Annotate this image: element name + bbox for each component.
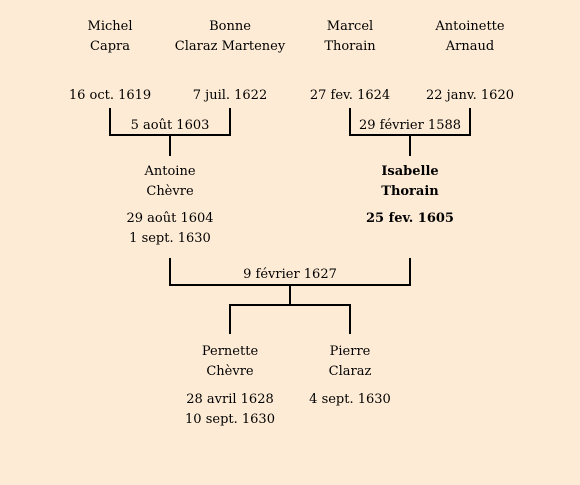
connector-line (229, 306, 231, 334)
person-antoinette-arnaud: Antoinette Arnaud (435, 17, 504, 57)
person-bonne-claraz-marteney: Bonne Claraz Marteney (175, 17, 285, 57)
person-isabelle-thorain: Isabelle Thorain 25 fev. 1605 (366, 162, 454, 229)
first-name: Michel (87, 19, 133, 34)
connector-line (409, 136, 411, 156)
birth-date: 29 août 1604 (126, 211, 214, 226)
connector-line (169, 136, 171, 156)
death-date: 10 sept. 1630 (185, 412, 275, 427)
death-date: 1 sept. 1630 (129, 231, 211, 246)
date-antoinette-arnaud: 22 janv. 1620 (426, 88, 514, 103)
first-name: Bonne (209, 19, 251, 34)
last-name: Claraz Marteney (174, 39, 286, 54)
first-name: Pernette (201, 344, 259, 359)
connector-line (349, 306, 351, 334)
last-name: Claraz (328, 364, 372, 379)
connector-line (289, 286, 291, 306)
person-marcel-thorain: Marcel Thorain (324, 17, 375, 57)
person-pernette-chevre: Pernette Chèvre 28 avril 1628 10 sept. 1… (185, 342, 275, 430)
person-michel-capra: Michel Capra (88, 17, 133, 57)
birth-date: 25 fev. 1605 (366, 211, 454, 226)
connector-line (469, 108, 471, 136)
connector-line (409, 258, 411, 286)
marriage-line-parents (169, 284, 411, 286)
marriage-line-right (349, 134, 471, 136)
last-name: Capra (90, 39, 130, 54)
date-michel-capra: 16 oct. 1619 (68, 88, 152, 103)
first-name: Antoinette (435, 19, 505, 34)
sibling-line (229, 304, 351, 306)
last-name: Arnaud (445, 39, 495, 54)
marriage-line-left (109, 134, 231, 136)
first-name: Pierre (329, 344, 371, 359)
first-name: Isabelle (381, 164, 439, 179)
date-bonne-claraz-marteney: 7 juil. 1622 (192, 88, 268, 103)
first-name: Marcel (326, 19, 374, 34)
date-marcel-thorain: 27 fev. 1624 (309, 88, 391, 103)
birth-date: 4 sept. 1630 (309, 392, 391, 407)
connector-line (109, 108, 111, 136)
connector-line (169, 258, 171, 286)
first-name: Antoine (144, 164, 196, 179)
person-antoine-chevre: Antoine Chèvre 29 août 1604 1 sept. 1630 (126, 162, 213, 249)
last-name: Thorain (381, 184, 439, 199)
birth-date: 28 avril 1628 (186, 392, 274, 407)
last-name: Chèvre (146, 184, 194, 199)
connector-line (229, 108, 231, 136)
person-pierre-claraz: Pierre Claraz 4 sept. 1630 (309, 342, 391, 410)
marriage-date-right: 29 février 1588 (358, 118, 462, 134)
last-name: Chèvre (206, 364, 254, 379)
marriage-date-left: 5 août 1603 (130, 118, 210, 134)
last-name: Thorain (324, 39, 376, 54)
connector-line (349, 108, 351, 136)
marriage-date-parents: 9 février 1627 (243, 267, 337, 283)
